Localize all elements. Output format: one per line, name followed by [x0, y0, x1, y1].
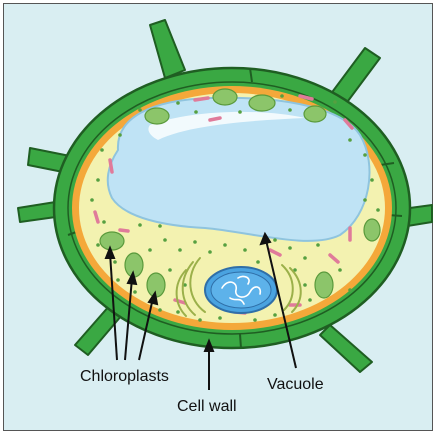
endoplasmic-reticulum	[175, 257, 302, 317]
cell-wall-label: Cell wall	[177, 398, 237, 415]
vacuole-label: Vacuole	[267, 376, 324, 393]
wall-fragment-bottom-right	[319, 324, 373, 373]
chloroplast	[212, 88, 238, 106]
chloroplast	[99, 231, 125, 251]
wall-fragment-top-left	[149, 19, 186, 79]
chloroplast	[144, 107, 170, 125]
chloroplast	[248, 94, 276, 112]
cytoplasm-granules	[90, 94, 380, 322]
vacuole-highlight	[148, 111, 305, 140]
chloroplasts-label: Chloroplasts	[80, 368, 169, 385]
cell-wall-inner-edge	[67, 81, 397, 335]
chloroplast	[363, 218, 381, 242]
chloroplast	[314, 271, 334, 299]
chloroplast	[303, 105, 327, 123]
nucleus	[204, 266, 278, 314]
wall-segment-dividers	[67, 67, 403, 349]
chromatin	[221, 275, 262, 305]
chloroplasts-group	[99, 88, 381, 299]
annotation-pointers	[104, 231, 297, 390]
